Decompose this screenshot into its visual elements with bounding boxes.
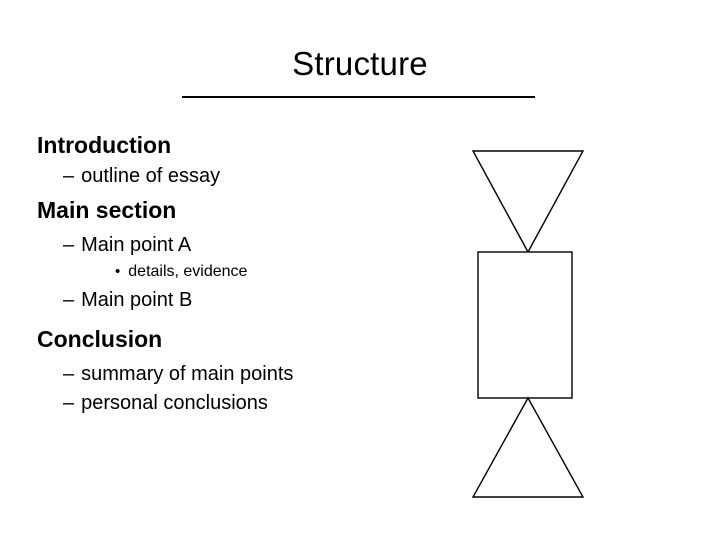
list-item-label: Introduction	[37, 132, 172, 158]
dash-marker-icon: –	[63, 165, 75, 187]
dash-marker-icon: –	[63, 289, 75, 311]
list-item-introduction: Introduction	[37, 130, 437, 161]
list-item-label: outline of essay	[81, 165, 221, 187]
upward-triangle-conclusion-icon	[471, 396, 585, 498]
inverted-triangle-introduction-icon	[471, 150, 585, 254]
title-block: Structure	[0, 44, 720, 84]
list-item-main-section: Main section	[37, 195, 437, 226]
page-title: Structure	[292, 45, 428, 82]
list-item-details-evidence: • details, evidence	[115, 260, 437, 284]
dash-marker-icon: –	[63, 392, 75, 414]
list-item-label: Conclusion	[37, 326, 163, 352]
list-item-label: Main section	[37, 197, 177, 223]
list-item-label: Main point B	[81, 289, 193, 311]
list-item-label: details, evidence	[128, 263, 248, 280]
list-item-personal-conclusions: –personal conclusions	[63, 389, 437, 417]
list-item-summary-of-main-points: –summary of main points	[63, 360, 437, 388]
list-item-label: Main point A	[81, 234, 192, 256]
title-divider	[182, 96, 535, 98]
funnel-structure-diagram	[460, 140, 600, 510]
list-item-label: personal conclusions	[81, 392, 268, 414]
rectangle-main-section-icon	[477, 251, 573, 399]
list-item-conclusion: Conclusion	[37, 324, 437, 355]
list-item-main-point-a: –Main point A	[63, 231, 437, 259]
list-item-outline-of-essay: –outline of essay	[63, 162, 437, 190]
list-item-main-point-b: –Main point B	[63, 286, 437, 314]
spacer	[37, 315, 437, 324]
dash-marker-icon: –	[63, 363, 75, 385]
dash-marker-icon: –	[63, 234, 75, 256]
outline-list: Introduction –outline of essay Main sect…	[37, 130, 437, 418]
bullet-marker-icon: •	[115, 263, 121, 280]
list-item-label: summary of main points	[81, 363, 294, 385]
